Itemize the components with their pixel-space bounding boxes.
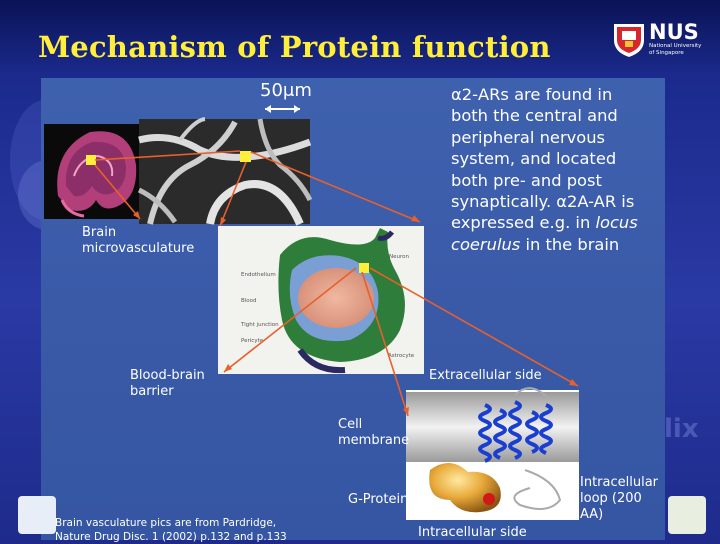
- cell-membrane-label: Cell membrane: [338, 417, 409, 449]
- brain-mri-image: [44, 124, 139, 219]
- side-decoration-text: lix: [664, 414, 699, 444]
- label-line: Brain: [82, 225, 117, 240]
- inset-label-endothelium: Endothelium: [241, 272, 276, 278]
- description-italic-term: coerulus: [451, 234, 521, 254]
- description-line: both the central and: [451, 106, 618, 126]
- inset-label-astrocyte: Astrocyte: [388, 353, 415, 359]
- inset-label-tight-junction: Tight junction: [240, 322, 279, 328]
- connector-arrows: [94, 150, 579, 417]
- inset-label-pericyte: Pericyte: [241, 338, 264, 344]
- intracellular-side-label: Intracellular side: [418, 525, 527, 540]
- label-line: microvasculature: [82, 241, 195, 256]
- inset-label-neuron: Neuron: [389, 254, 409, 260]
- intracellular-loop-label: Intracellular loop (200 AA): [580, 475, 658, 523]
- logo-subtitle-line: of Singapore: [649, 49, 684, 56]
- microvasculature-image: [137, 117, 313, 226]
- scale-bar-label: 50μm: [260, 80, 312, 101]
- description-paragraph: α2-ARs are found in both the central and…: [451, 84, 651, 255]
- description-italic-term: locus: [595, 213, 638, 233]
- label-line: Intracellular: [580, 475, 659, 490]
- brain-microvasculature-label: Brain microvasculature: [82, 225, 194, 257]
- arrow-to-bbb-label: [223, 267, 357, 373]
- inset-label-blood: Blood: [241, 298, 257, 304]
- left-side-icon: [18, 496, 56, 534]
- label-line: barrier: [130, 384, 174, 399]
- arrow-to-membrane: [361, 271, 409, 417]
- label-line: loop (200: [580, 491, 642, 506]
- description-line: both pre- and post: [451, 170, 602, 190]
- label-line: membrane: [338, 433, 410, 448]
- nus-crest-icon: [614, 24, 644, 57]
- description-line: in the brain: [520, 234, 620, 254]
- description-line: system, and located: [451, 149, 617, 169]
- g-protein-label: G-Protein: [348, 492, 409, 507]
- description-line: α2-ARs are found in: [451, 85, 613, 104]
- label-line: AA): [580, 507, 604, 522]
- label-line: Blood-brain: [130, 368, 205, 383]
- arrow-vessels-to-inset: [250, 151, 421, 223]
- label-line: Cell: [338, 417, 363, 432]
- description-line: expressed e.g. in: [451, 213, 596, 233]
- footnote-line: Nature Drug Disc. 1 (2002) p.132 and p.1…: [55, 531, 287, 543]
- blood-brain-barrier-label: Blood-brain barrier: [130, 368, 205, 400]
- dna-icon: [668, 496, 706, 534]
- arrow-vessels-to-inset-left: [219, 161, 247, 227]
- logo-name: NUS: [649, 20, 699, 44]
- scale-bar: [265, 105, 300, 113]
- description-line: synaptically. α2A-AR is: [451, 192, 635, 212]
- arrow-brain-to-vessels: [94, 150, 241, 161]
- nus-logo: NUS National University of Singapore: [612, 18, 712, 62]
- extracellular-side-label: Extracellular side: [429, 368, 542, 383]
- logo-subtitle: National University of Singapore: [649, 43, 701, 56]
- arrow-heads: [133, 211, 578, 416]
- arrow-to-extracellular: [369, 267, 579, 387]
- receptor-membrane-image: [406, 387, 579, 520]
- slide-title: Mechanism of Protein function: [38, 30, 551, 64]
- logo-subtitle-line: National University: [649, 43, 702, 49]
- arrow-brain-lower: [94, 164, 141, 220]
- footnote-line: Brain vasculature pics are from Pardridg…: [55, 517, 277, 529]
- description-line: peripheral nervous: [451, 127, 606, 147]
